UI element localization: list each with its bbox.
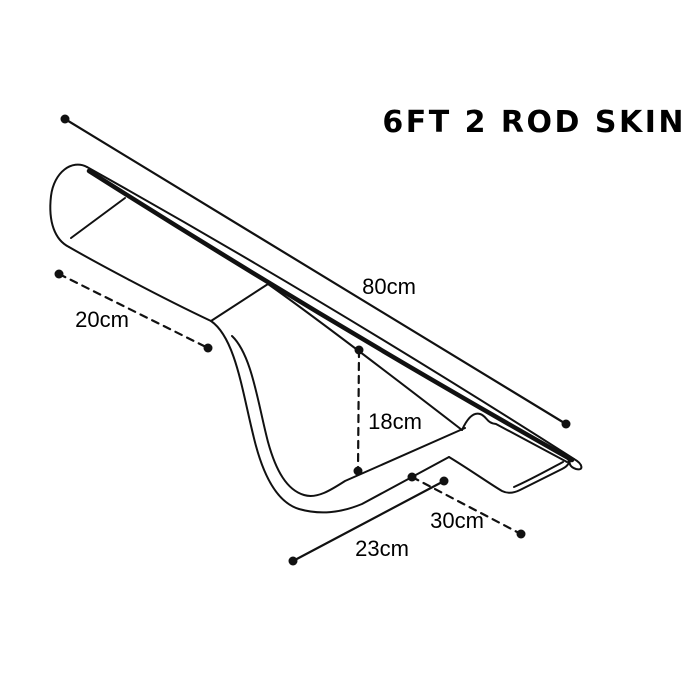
- opening-back-rim: [70, 197, 126, 239]
- dimension-20cm: 20cm: [54, 269, 213, 353]
- dim-20cm-line: [57, 272, 210, 350]
- dim-23cm-label: 23cm: [355, 536, 409, 561]
- end-bump-curve: [461, 412, 568, 463]
- dim-30cm-dot-start: [407, 472, 417, 482]
- dimension-80cm: 80cm: [60, 114, 571, 429]
- dim-23cm-dot-start: [288, 556, 298, 566]
- dim-18cm-dot-end: [353, 466, 363, 476]
- sag-inner-fold: [231, 335, 466, 497]
- dim-30cm-label: 30cm: [430, 508, 484, 533]
- dim-80cm-dot-start: [60, 114, 70, 124]
- tube-bottom-edge: [68, 246, 212, 322]
- dimension-18cm: 18cm: [353, 345, 422, 476]
- dim-20cm-dot-end: [203, 343, 213, 353]
- dim-80cm-line: [63, 117, 568, 426]
- tube-top-edge: [86, 166, 575, 460]
- end-flap-outline: [448, 456, 570, 494]
- dimension-23cm: 23cm: [288, 476, 449, 566]
- dim-18cm-dot-start: [354, 345, 364, 355]
- dim-20cm-label: 20cm: [75, 307, 129, 332]
- dim-18cm-line: [356, 348, 361, 473]
- rod-skin-drawing: [49, 163, 583, 514]
- dim-30cm-dot-end: [516, 529, 526, 539]
- dim-18cm-label: 18cm: [368, 409, 422, 434]
- dimension-30cm: 30cm: [407, 472, 526, 539]
- sag-outer-curve: [210, 320, 450, 514]
- end-flap-hem: [513, 461, 564, 488]
- pocket-seam: [210, 283, 269, 322]
- dim-23cm-dot-end: [439, 476, 449, 486]
- opening-front-rim: [49, 163, 88, 248]
- sag-top-edge: [267, 283, 463, 431]
- dim-20cm-dot-start: [54, 269, 64, 279]
- dim-30cm-line: [410, 475, 523, 536]
- dim-23cm-line: [291, 479, 446, 563]
- dim-80cm-label: 80cm: [362, 274, 416, 299]
- dim-80cm-dot-end: [561, 419, 571, 429]
- zipper-seam-line: [86, 168, 575, 463]
- product-title: 6FT 2 ROD SKIN: [382, 105, 686, 140]
